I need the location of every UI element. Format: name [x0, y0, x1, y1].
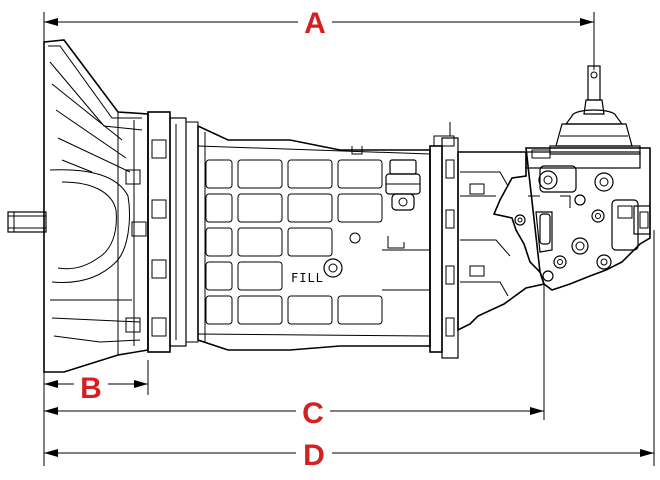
case-boss — [387, 236, 405, 249]
shifter-assembly — [531, 65, 641, 159]
dimension-a: A — [43, 7, 595, 170]
dim-a-label: A — [304, 7, 326, 40]
mid-plate — [429, 122, 459, 359]
dim-a-arrow-left — [44, 18, 58, 26]
dim-c-arrow-left — [44, 407, 58, 415]
dim-c-arrow-right — [530, 407, 544, 415]
tail-housing — [514, 147, 651, 291]
dimension-b: B — [43, 360, 149, 405]
dim-b-arrow-right — [134, 380, 148, 388]
dim-d-arrow-left — [44, 449, 58, 457]
front-flange — [147, 111, 199, 353]
dim-b-arrow-left — [44, 380, 58, 388]
case-rib-grid — [205, 159, 430, 325]
fill-plug: FILL — [291, 232, 361, 285]
dim-d-arrow-right — [640, 449, 654, 457]
top-tab — [351, 146, 363, 155]
extension-housing — [457, 151, 546, 332]
shift-boot-top — [564, 109, 624, 125]
dim-d-label: D — [303, 439, 325, 472]
bellhousing — [43, 39, 149, 373]
shift-boot — [555, 123, 633, 147]
dim-a-arrow-right — [580, 18, 594, 26]
dim-b-label: B — [80, 372, 102, 405]
dim-c-label: C — [302, 397, 324, 430]
main-case — [197, 124, 431, 351]
reverse-light-switch — [385, 159, 421, 211]
dimension-c: C — [43, 285, 545, 430]
fill-plug-label: FILL — [291, 271, 324, 285]
shift-lever — [587, 65, 601, 101]
dimension-d: D — [43, 230, 655, 472]
input-shaft — [7, 211, 47, 233]
